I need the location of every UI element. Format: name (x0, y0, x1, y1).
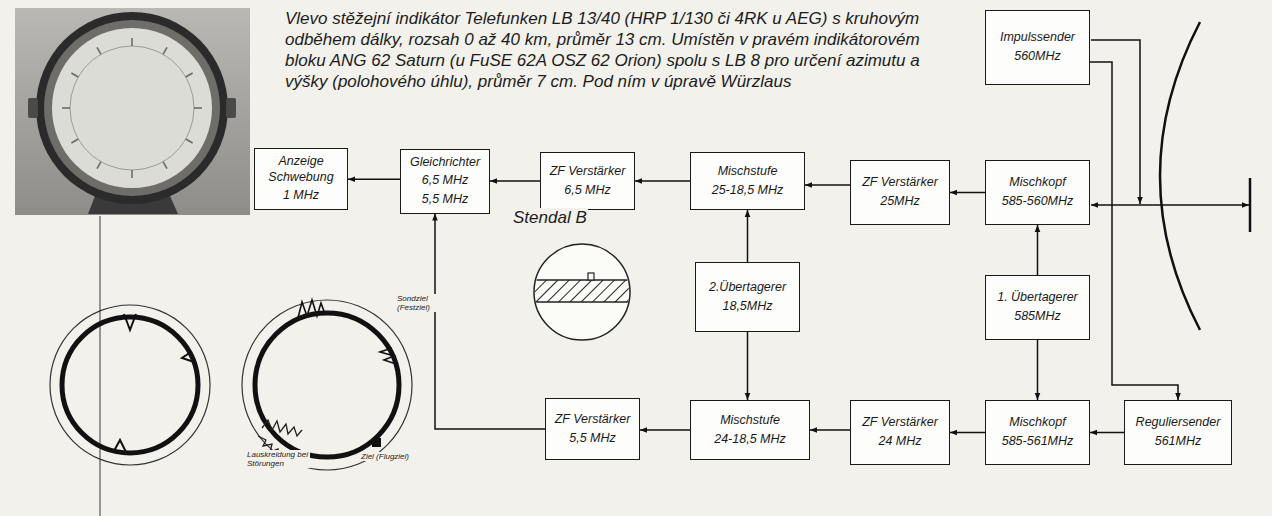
signal-arrow (747, 210, 749, 262)
signal-arrow (950, 432, 985, 434)
box-title: ZF Verstärker (555, 412, 631, 428)
frequency-text: 561MHz (1155, 434, 1202, 450)
photo-ground (15, 8, 250, 215)
annotation: Sondziel (Festziel) (396, 294, 450, 312)
process-box: Impulssender 560MHz (985, 10, 1090, 85)
frequency-text: 5,5 MHz (569, 431, 616, 447)
frequency-text: 560MHz (1014, 49, 1061, 65)
signal-arrow (810, 429, 850, 431)
range-ring (62, 317, 198, 453)
process-box: 2.Übertagerer 18,5MHz (695, 262, 800, 332)
signal-arrow (747, 332, 749, 400)
transmitter-feed (1091, 40, 1140, 204)
signal-arrow (1037, 225, 1039, 275)
page-rule (99, 216, 100, 516)
stendal-sketch (530, 244, 640, 340)
frequency-text: 585-561MHz (1002, 434, 1074, 450)
box-title: 1. Übertagerer (997, 290, 1078, 306)
signal-arrow (1090, 62, 1178, 400)
frequency-text: 24-18,5 MHz (714, 432, 786, 448)
signal-arrow (1090, 432, 1124, 434)
indicator-bezel (36, 12, 228, 204)
frequency-text: 6,5 MHz (422, 173, 469, 189)
reflector (1160, 22, 1200, 330)
indicator-rim (44, 20, 220, 196)
process-box: Anzeige Schwebung 1 MHz (254, 148, 348, 210)
indicator-scale (70, 46, 194, 170)
annotation: Ziel (Flugziel) (360, 452, 412, 461)
box-title: Mischkopf (1009, 415, 1065, 431)
box-title: ZF Verstärker (862, 415, 938, 431)
box-title: Gleichrichter (410, 155, 480, 171)
echo-blip (182, 352, 194, 362)
hatched-band (530, 280, 640, 302)
signal-arrow (640, 429, 690, 431)
process-box: 1. Übertagerer 585MHz (985, 275, 1090, 340)
frequency-text: 5,5 MHz (422, 192, 469, 208)
process-box: Mischstufe 24-18,5 MHz (690, 400, 810, 460)
echo-blip (298, 300, 325, 318)
process-box: Gleichrichter 6,5 MHz 5,5 MHz (400, 149, 490, 214)
frequency-text: 18,5MHz (722, 299, 772, 315)
indicator-face (52, 28, 212, 188)
band-notch (588, 273, 594, 280)
box-title: Mischkopf (1009, 175, 1065, 191)
signal-arrow (805, 184, 850, 186)
screen-sketch (50, 305, 210, 465)
annotation: Lauskreidung bei Störungen (246, 450, 310, 468)
signal-arrow (635, 180, 690, 182)
screen-sketch (242, 300, 412, 470)
process-box: Reguliersender 561MHz (1124, 400, 1232, 465)
antenna (1091, 22, 1250, 330)
box-title: Impulssender (1000, 30, 1075, 46)
range-ring (255, 313, 399, 457)
box-title: Mischstufe (718, 164, 778, 180)
target-mark (372, 438, 381, 447)
box-title: Anzeige Schwebung (261, 154, 341, 185)
frequency-text: 585-560MHz (1002, 194, 1074, 210)
indicator-photo (15, 8, 250, 215)
screen-outline (50, 305, 210, 465)
echo-blip (114, 440, 126, 452)
process-box: ZF Verstärker 24 MHz (850, 400, 950, 465)
process-box: ZF Verstärker 5,5 MHz (545, 398, 640, 460)
dipole (1249, 178, 1252, 232)
screen-outline (242, 300, 412, 470)
figure-title: Stendal B (512, 208, 588, 228)
frequency-text: 25-18,5 MHz (712, 183, 784, 199)
indicator-knob (28, 98, 38, 118)
signal-arrow (1037, 340, 1039, 400)
process-box: Mischkopf 585-560MHz (985, 160, 1090, 225)
indicator-knob (226, 98, 236, 118)
frequency-text: 1 MHz (283, 188, 319, 204)
process-box: ZF Verstärker 6,5 MHz (540, 152, 635, 210)
frequency-text: 24 MHz (878, 434, 921, 450)
box-title: 2.Übertagerer (709, 280, 786, 296)
echo-blip (124, 314, 136, 330)
signal-arrow (490, 180, 540, 182)
caption: Vlevo stěžejní indikátor Telefunken LB 1… (285, 8, 940, 92)
box-title: ZF Verstärker (862, 175, 938, 191)
box-title: Reguliersender (1136, 415, 1221, 431)
process-box: ZF Verstärker 25MHz (850, 160, 950, 225)
process-box: Mischstufe 25-18,5 MHz (690, 152, 805, 210)
frequency-text: 585MHz (1014, 309, 1061, 325)
signal-arrow (435, 214, 545, 430)
box-title: Mischstufe (720, 413, 780, 429)
box-title: ZF Verstärker (550, 164, 626, 180)
feed-line (1091, 204, 1249, 206)
scale-ticks (62, 38, 202, 178)
process-box: Mischkopf 585-561MHz (985, 400, 1090, 465)
frequency-text: 6,5 MHz (564, 183, 611, 199)
echo-blip (380, 348, 396, 364)
signal-arrow (348, 179, 400, 181)
signal-arrow (950, 192, 985, 194)
frequency-text: 25MHz (880, 194, 920, 210)
